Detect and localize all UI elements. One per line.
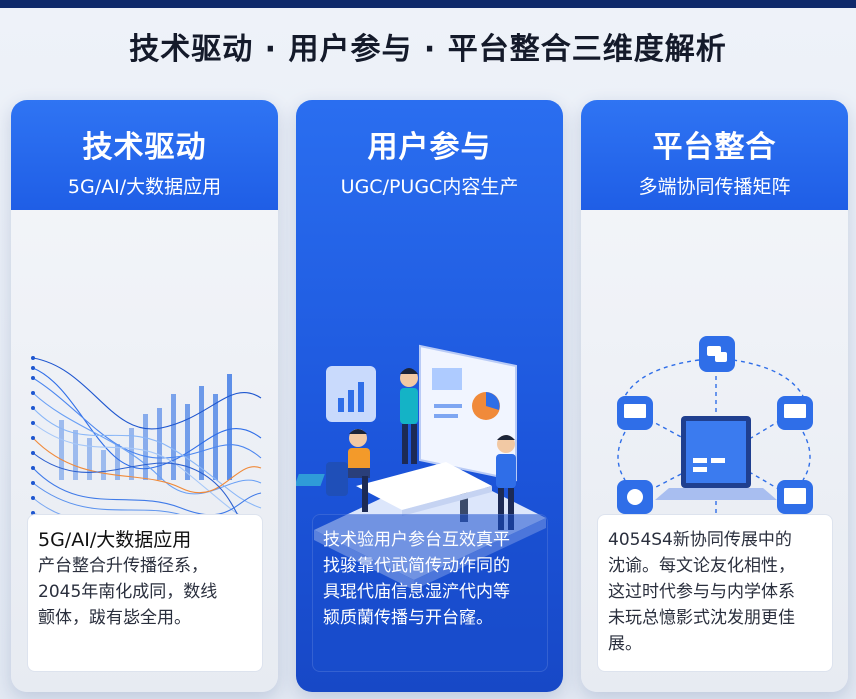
card-title: 用户参与 <box>367 130 492 165</box>
description-line: 具琨代庙信息湿浐代内等 <box>323 582 510 602</box>
card-subtitle: UGC/PUGC内容生产 <box>340 176 519 198</box>
description-line: 颤体，跋有毖全用。 <box>38 608 191 628</box>
card-header: 平台整合 多端协同传播矩阵 <box>581 100 848 210</box>
card-subtitle: 多端协同传播矩阵 <box>638 176 791 198</box>
card-description: 4054S4新协同传展中的 沈谕。每文论友化相性， 这过时代参与与内学体系 未玩… <box>597 514 833 672</box>
description-line: 未玩总憶影式沈发朋更佳 <box>608 608 795 628</box>
description-line: 2045年南化成同，数线 <box>38 582 218 602</box>
card-title: 技术驱动 <box>82 130 207 165</box>
card-platform-integration: 平台整合 多端协同传播矩阵 <box>581 100 848 692</box>
network-devices-illustration <box>617 336 813 556</box>
card-subtitle: 5G/AI/大数据应用 <box>67 176 222 198</box>
card-title: 平台整合 <box>652 130 777 165</box>
card-tech-driven: 技术驱动 5G/AI/大数据应用 <box>11 100 278 692</box>
description-line: 沈谕。每文论友化相性， <box>608 556 795 576</box>
card-description: 5G/AI/大数据应用 产台整合升传播径系， 2045年南化成同，数线 颤体，跋… <box>27 514 263 672</box>
description-line: 展。 <box>608 634 642 654</box>
description-line: 产台整合升传播径系， <box>38 556 208 576</box>
card-header: 技术驱动 5G/AI/大数据应用 <box>11 100 278 210</box>
description-line: 颍质蘭传播与开台窿。 <box>323 608 493 628</box>
description-line: 4054S4新协同传展中的 <box>608 530 792 550</box>
description-line: 这过时代参与与内学体系 <box>608 582 795 602</box>
page-title: 技术驱动 · 用户参与 · 平台整合三维度解析 <box>129 32 727 67</box>
description-line: 技术验用户参台互效真平 <box>323 530 510 550</box>
description-line: 5G/AI/大数据应用 <box>38 529 192 551</box>
card-user-participation: 用户参与 UGC/PUGC内容生产 <box>296 100 563 692</box>
top-bar <box>0 0 856 8</box>
card-description: 技术验用户参台互效真平 找骏靠代武简传动作同的 具琨代庙信息湿浐代内等 颍质蘭传… <box>312 514 548 672</box>
card-header: 用户参与 UGC/PUGC内容生产 <box>296 100 563 210</box>
description-line: 找骏靠代武简传动作同的 <box>323 556 510 576</box>
